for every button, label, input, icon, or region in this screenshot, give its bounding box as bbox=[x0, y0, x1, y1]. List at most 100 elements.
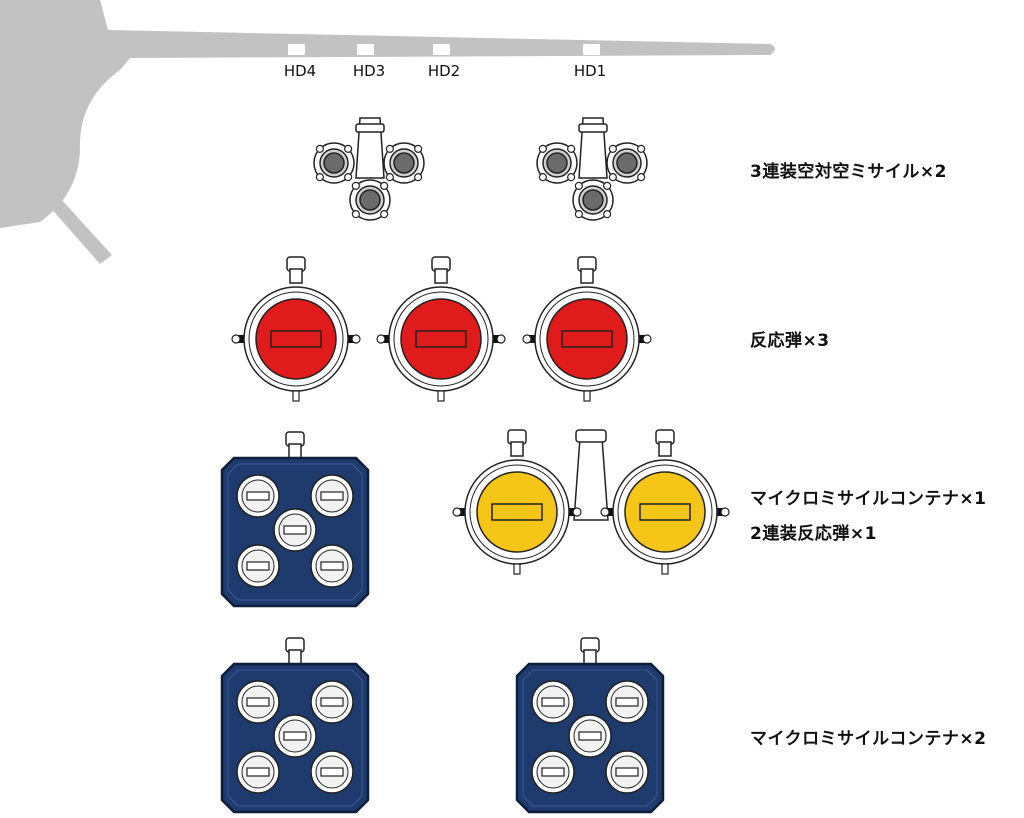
tube-plate bbox=[246, 697, 270, 707]
wing-silhouette bbox=[0, 0, 775, 264]
row-reaction-warheads bbox=[231, 256, 652, 402]
warhead-core bbox=[546, 298, 628, 380]
tube-plate bbox=[246, 491, 270, 501]
missile-fin bbox=[385, 173, 394, 182]
missile-fin bbox=[608, 144, 617, 153]
container-edge bbox=[227, 669, 363, 807]
warhead-side-lug bbox=[572, 507, 582, 517]
missile-fin bbox=[351, 210, 360, 219]
container-edge bbox=[522, 669, 658, 807]
caption-micro-container-single: マイクロミサイルコンテナ×1 bbox=[750, 489, 987, 509]
missile-fin bbox=[574, 210, 583, 219]
missile-fin bbox=[344, 144, 353, 153]
launcher-lug bbox=[355, 123, 385, 133]
triple-aam-left bbox=[313, 117, 425, 221]
missile-fin bbox=[608, 173, 617, 182]
hardpoint-label-hd1: HD1 bbox=[573, 62, 607, 80]
hardpoint-slot-hd2 bbox=[433, 44, 450, 55]
tube-plate bbox=[246, 767, 270, 777]
warhead-side-lug bbox=[452, 507, 462, 517]
warhead-core bbox=[255, 298, 337, 380]
missile-fin bbox=[567, 144, 576, 153]
missile-fin bbox=[538, 173, 547, 182]
warhead-bottom-lug bbox=[661, 563, 669, 575]
warhead-neck bbox=[580, 268, 594, 284]
row-container-and-twin-warhead bbox=[220, 429, 730, 608]
warhead-bottom-lug bbox=[513, 563, 521, 575]
warhead-neck bbox=[289, 268, 303, 284]
warhead-side-lug bbox=[231, 334, 241, 344]
row-triple-aam bbox=[313, 117, 648, 221]
missile-fin bbox=[637, 144, 646, 153]
micro-missile-container-single bbox=[220, 431, 370, 608]
warhead-side-lug bbox=[600, 507, 610, 517]
warhead-side-lug bbox=[720, 507, 730, 517]
reaction-warhead-1 bbox=[231, 256, 361, 402]
twin-reaction-warhead bbox=[452, 429, 730, 575]
missile-fin bbox=[567, 173, 576, 182]
twin-pylon bbox=[573, 437, 609, 521]
missile-fin bbox=[344, 173, 353, 182]
warhead-side-lug bbox=[351, 334, 361, 344]
tube-plate bbox=[320, 767, 344, 777]
caption-triple-aam: 3連装空対空ミサイル×2 bbox=[750, 162, 947, 182]
warhead-neck bbox=[510, 441, 524, 457]
warhead-core bbox=[400, 298, 482, 380]
missile-fin bbox=[414, 173, 423, 182]
warhead-plate bbox=[491, 503, 543, 521]
tube-plate bbox=[615, 697, 639, 707]
micro-missile-container-right bbox=[515, 637, 665, 814]
warhead-bottom-lug bbox=[292, 390, 300, 402]
missile-fin bbox=[414, 144, 423, 153]
warhead-plate bbox=[639, 503, 691, 521]
tube-plate bbox=[541, 767, 565, 777]
tube-plate bbox=[320, 561, 344, 571]
row-micro-missile-containers bbox=[220, 637, 665, 814]
launcher-lug bbox=[578, 123, 608, 133]
warhead-side-lug bbox=[376, 334, 386, 344]
hardpoint-label-hd2: HD2 bbox=[427, 62, 461, 80]
tube-plate bbox=[320, 491, 344, 501]
hardpoint-slot-hd4 bbox=[288, 44, 305, 55]
reaction-warhead-3 bbox=[522, 256, 652, 402]
hardpoint-label-hd4: HD4 bbox=[283, 62, 317, 80]
caption-twin-warhead: 2連装反応弾×1 bbox=[750, 524, 877, 544]
container-edge bbox=[227, 463, 363, 601]
twin-warhead-right bbox=[600, 429, 730, 575]
warhead-neck bbox=[658, 441, 672, 457]
twin-lug bbox=[575, 429, 607, 443]
hardpoint-label-hd3: HD3 bbox=[352, 62, 386, 80]
missile-nose bbox=[616, 152, 638, 174]
hardpoint-slot-hd3 bbox=[357, 44, 374, 55]
warhead-neck bbox=[434, 268, 448, 284]
warhead-plate bbox=[561, 330, 613, 348]
launcher-pylon bbox=[355, 117, 385, 179]
missile-fin bbox=[380, 210, 389, 219]
warhead-bottom-lug bbox=[583, 390, 591, 402]
missile-fin bbox=[574, 181, 583, 190]
missile-fin bbox=[538, 144, 547, 153]
micro-missile-container-left bbox=[220, 637, 370, 814]
missile-nose bbox=[582, 189, 604, 211]
missile-fin bbox=[380, 181, 389, 190]
triple-aam-right bbox=[536, 117, 648, 221]
warhead-side-lug bbox=[642, 334, 652, 344]
warhead-plate bbox=[415, 330, 467, 348]
wing-strut bbox=[48, 198, 112, 264]
missile-fin bbox=[603, 181, 612, 190]
warhead-side-lug bbox=[496, 334, 506, 344]
warhead-bottom-lug bbox=[437, 390, 445, 402]
missile-nose bbox=[323, 152, 345, 174]
twin-warhead-left bbox=[452, 429, 582, 575]
caption-micro-container-double: マイクロミサイルコンテナ×2 bbox=[750, 729, 987, 749]
tube-plate bbox=[283, 731, 307, 741]
hardpoint-slot-hd1 bbox=[583, 44, 600, 55]
missile-fin bbox=[637, 173, 646, 182]
tube-plate bbox=[283, 525, 307, 535]
reaction-warhead-2 bbox=[376, 256, 506, 402]
wing-body bbox=[0, 0, 775, 228]
tube-plate bbox=[615, 767, 639, 777]
missile-fin bbox=[351, 181, 360, 190]
